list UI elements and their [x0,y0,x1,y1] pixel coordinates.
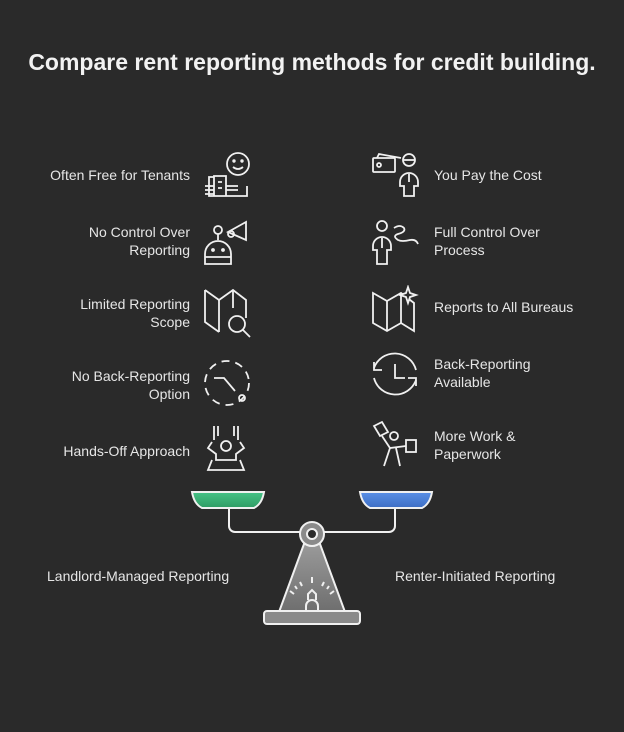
left-pan [190,491,266,509]
right-item-label: Full Control Over Process [434,224,540,258]
person-path-icon [370,218,420,268]
robot-megaphone-icon [202,218,252,268]
right-item-label: More Work & Paperwork [434,428,516,462]
swing-person-icon [202,424,252,474]
right-pan [358,491,434,509]
clock-cycle-icon [370,350,420,400]
left-item-label: Limited Reporting Scope [80,296,190,330]
left-side-label: Landlord-Managed Reporting [47,568,230,584]
map-search-icon [202,288,252,338]
dashed-clock-icon [202,358,252,408]
right-item-label: Reports to All Bureaus [434,299,574,315]
left-item-label: No Control Over Reporting [88,224,190,258]
right-item-label: Back-Reporting Available [434,356,531,390]
left-item-label: Often Free for Tenants [50,167,190,183]
map-sparkle-icon [370,284,420,335]
right-item-label: You Pay the Cost [434,167,542,183]
right-side-label: Renter-Initiated Reporting [395,568,556,584]
money-person-icon [370,150,420,200]
left-item-label: Hands-Off Approach [63,443,190,459]
person-papers-icon [370,420,420,470]
left-item-label: No Back-Reporting Option [71,368,190,402]
building-smiley-icon [202,150,252,200]
page-title: Compare rent reporting methods for credi… [28,49,596,75]
